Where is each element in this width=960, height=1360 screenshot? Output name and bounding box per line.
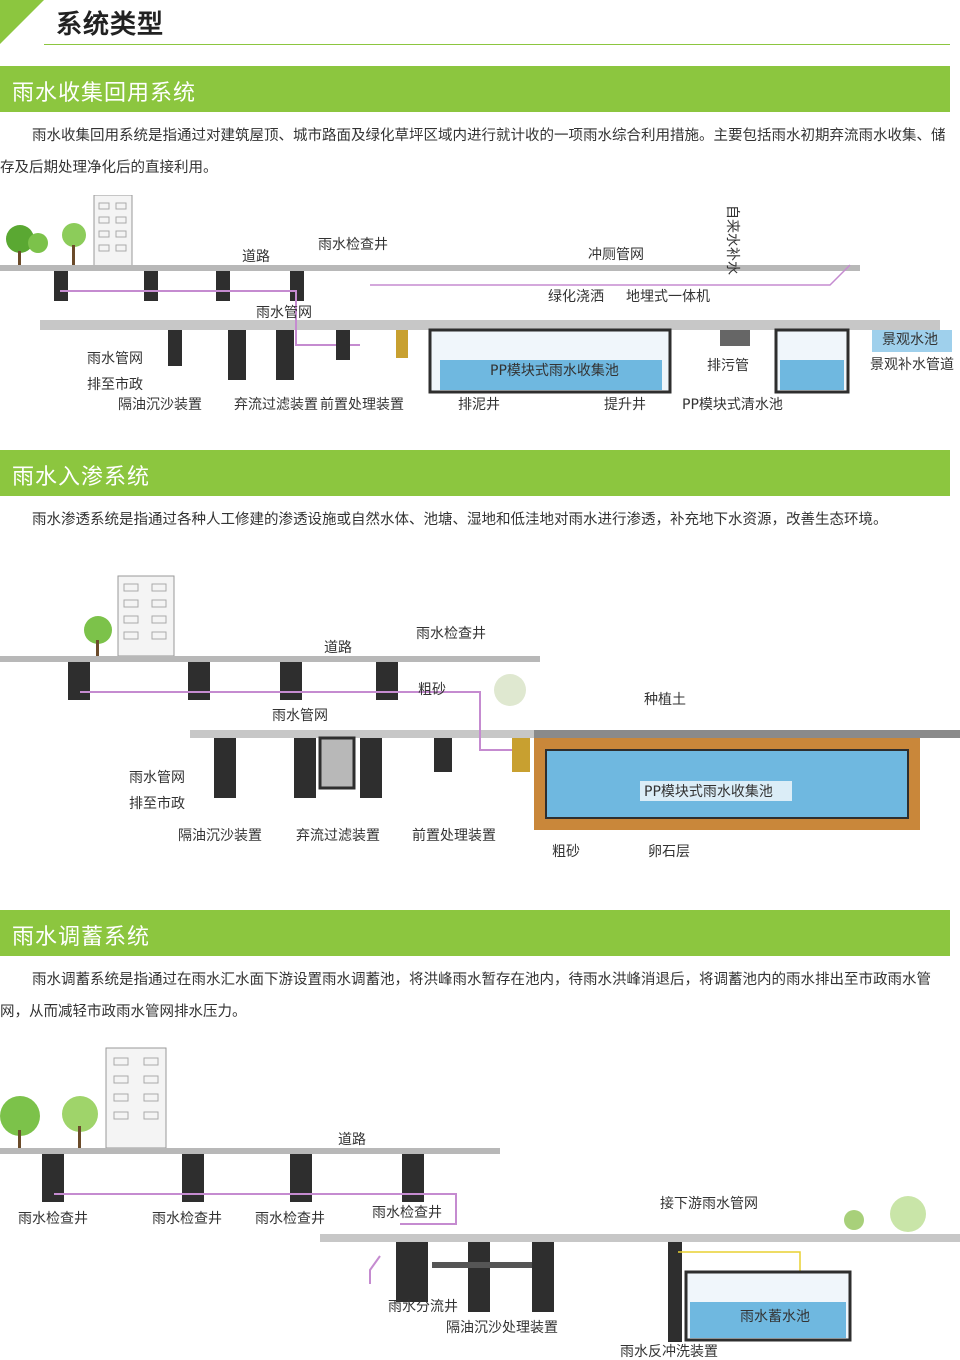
label-rain-net-left: 雨水管网: [129, 770, 185, 786]
section-1-title: 雨水收集回用系统: [12, 81, 197, 106]
label-manhole: 雨水检查井: [416, 626, 486, 642]
ground-surface: [0, 656, 540, 662]
label-clear-pool: PP模块式清水池: [682, 397, 783, 413]
label-manhole-1: 雨水检查井: [18, 1211, 88, 1227]
label-coarse-sand-bottom: 粗砂: [552, 844, 580, 860]
section-1-diagram: 道路 雨水检查井 冲厕管网 自来水补水 绿化浇洒 地埋式一体机 雨水管网 雨水管…: [0, 195, 960, 425]
rain-pipe-line: [80, 691, 520, 751]
label-plant-soil: 种植土: [644, 692, 686, 708]
page-header: 系统类型: [0, 0, 960, 46]
ground-surface: [0, 265, 860, 271]
label-backwash: 雨水反冲洗装置: [620, 1344, 718, 1360]
ground-surface: [0, 1148, 500, 1154]
label-pp-pool: PP模块式雨水收集池: [644, 783, 773, 800]
landscape-pool-icon: [872, 330, 952, 352]
section-3-header: 雨水调蓄系统: [0, 910, 950, 956]
label-split-well: 雨水分流井: [388, 1299, 458, 1315]
label-road: 道路: [242, 249, 270, 265]
header-divider: [44, 44, 950, 45]
label-oil-sand: 隔油沉沙装置: [118, 397, 202, 413]
label-pre-treat: 前置处理装置: [412, 827, 496, 844]
section-2-paragraph: 雨水渗透系统是指通过各种人工修建的渗透设施或自然水体、池塘、湿地和低洼地对雨水进…: [32, 512, 888, 528]
corner-triangle-icon: [0, 0, 44, 44]
label-oil-sand: 隔油沉沙装置: [178, 828, 262, 844]
label-pre-treat: 前置处理装置: [320, 396, 404, 413]
building-icon: [105, 1047, 167, 1149]
label-manhole-2: 雨水检查井: [152, 1211, 222, 1227]
label-flush-net: 冲厕管网: [588, 247, 644, 263]
section-1-paragraph: 雨水收集回用系统是指通过对建筑屋顶、城市路面及绿化草坪区域内进行就计收的一项雨水…: [0, 128, 946, 176]
label-coarse-sand: 粗砂: [418, 682, 446, 698]
treatment-devices: [168, 330, 408, 380]
section-3-title: 雨水调蓄系统: [12, 925, 151, 950]
label-to-city: 排至市政: [87, 376, 143, 393]
lower-ground: [40, 320, 940, 330]
tree-icon: [84, 616, 526, 706]
rain-pipe-line: [54, 1193, 457, 1225]
connect-pipe: [432, 1262, 532, 1268]
label-pp-pool: PP模块式雨水收集池: [490, 362, 619, 379]
pp-pool-label-bg: [640, 781, 792, 801]
label-downstream: 接下游雨水管网: [660, 1195, 758, 1212]
label-manhole-4: 雨水检查井: [372, 1205, 442, 1221]
split-pipe-line: [369, 1255, 381, 1284]
buried-unit-icon: [720, 330, 750, 346]
label-rain-net-left: 雨水管网: [87, 351, 143, 367]
manhole-columns: [42, 1154, 424, 1202]
building-icon: [117, 575, 175, 657]
label-drain-pipe: 排污管: [707, 358, 749, 374]
building-icon: [93, 195, 133, 268]
flush-pipe-line: [370, 264, 851, 286]
tree-icon: [6, 223, 86, 267]
manhole-columns: [54, 271, 304, 301]
page-title: 系统类型: [56, 10, 165, 40]
label-mud-well: 排泥井: [458, 397, 500, 413]
label-rain-net: 雨水管网: [272, 708, 328, 724]
label-manhole: 雨水检查井: [318, 237, 388, 253]
label-landscape-pipe: 景观补水管道: [870, 357, 954, 373]
label-storage-pool: 雨水蓄水池: [740, 1309, 810, 1325]
manhole-columns: [68, 662, 398, 700]
section-1-header: 雨水收集回用系统: [0, 66, 950, 112]
label-rain-net: 雨水管网: [256, 305, 312, 321]
label-discard-filter: 弃流过滤装置: [296, 828, 380, 844]
treatment-devices: [214, 736, 530, 798]
label-oil-sand-treat: 隔油沉沙处理装置: [446, 1320, 558, 1336]
treatment-devices: [396, 1242, 682, 1342]
plant-soil-layer: [534, 730, 960, 738]
clear-pool-water: [780, 360, 844, 390]
section-2-diagram: 道路 雨水检查井 粗砂 种植土 雨水管网 雨水管网 排至市政 PP模块式雨水收集…: [0, 570, 960, 870]
label-landscape-pool: 景观水池: [882, 332, 938, 348]
label-manhole-3: 雨水检查井: [255, 1211, 325, 1227]
label-tap-water: 自来水补水: [724, 205, 740, 275]
label-discard-filter: 弃流过滤装置: [234, 397, 318, 413]
section-3-paragraph: 雨水调蓄系统是指通过在雨水汇水面下游设置雨水调蓄池，将洪峰雨水暂存在池内，待雨水…: [0, 972, 931, 1020]
label-lift-well: 提升井: [604, 397, 646, 413]
label-road: 道路: [324, 640, 352, 656]
label-road: 道路: [338, 1132, 366, 1148]
tree-icon: [0, 1096, 926, 1232]
pp-pool-water: [440, 360, 662, 390]
label-pebble: 卵石层: [648, 844, 690, 860]
section-3-diagram: 道路 雨水检查井 雨水检查井 雨水检查井 雨水检查井 接下游雨水管网 雨水分流井…: [0, 1044, 960, 1360]
section-2-title: 雨水入渗系统: [12, 465, 151, 490]
lower-ground: [320, 1234, 960, 1242]
storage-pool-water: [690, 1302, 846, 1338]
label-green-spray: 绿化浇洒: [548, 289, 604, 305]
rain-pipe-line: [60, 290, 360, 346]
label-buried-unit: 地埋式一体机: [626, 289, 710, 305]
section-2-header: 雨水入渗系统: [0, 450, 950, 496]
label-to-city: 排至市政: [129, 795, 185, 812]
